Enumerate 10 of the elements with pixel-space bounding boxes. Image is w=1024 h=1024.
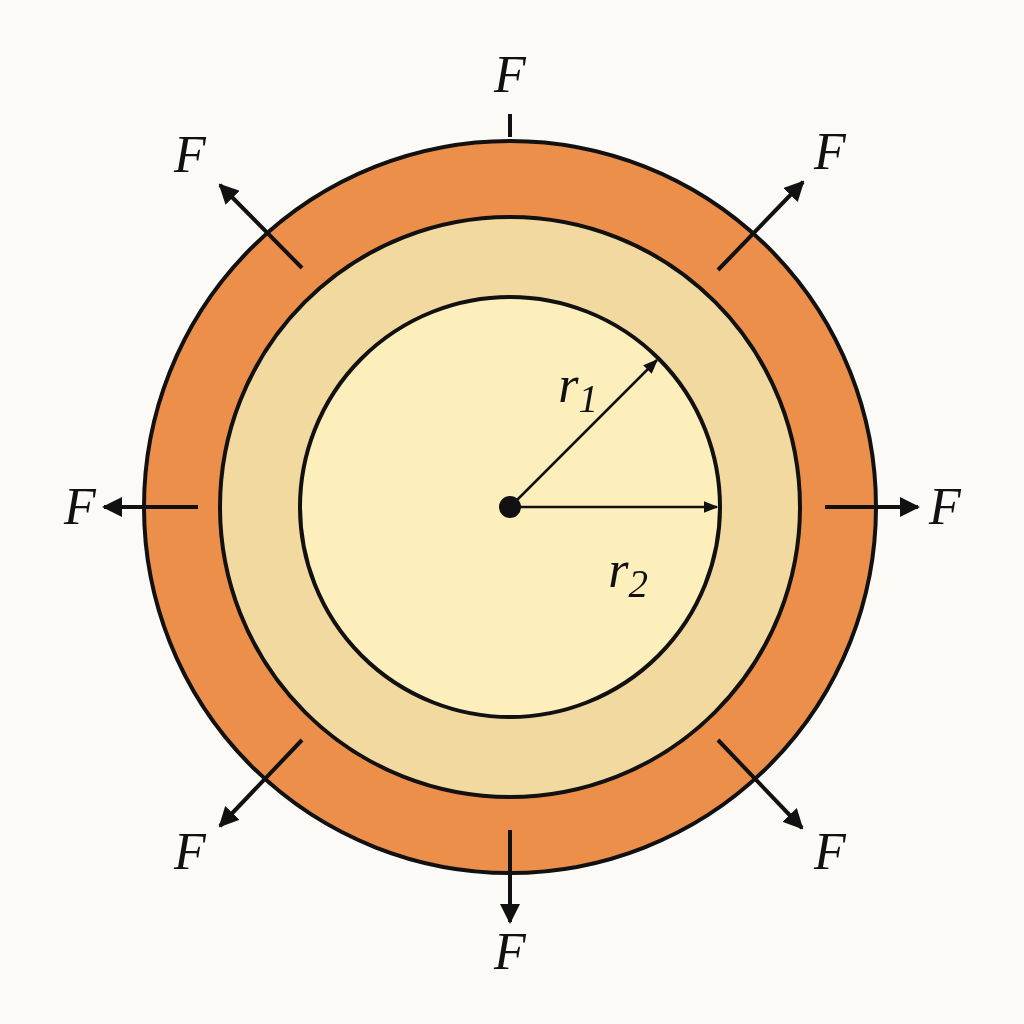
radius-label: r$_{1}$ [558, 359, 598, 411]
force-label: F [494, 926, 526, 978]
force-label: F [64, 481, 96, 533]
force-label: F [814, 126, 846, 178]
radius-label: r$_{2}$ [608, 544, 648, 596]
force-label: F [494, 49, 526, 101]
force-label: F [174, 826, 206, 878]
force-label: F [929, 481, 961, 533]
force-label: F [174, 129, 206, 181]
force-label: F [814, 826, 846, 878]
